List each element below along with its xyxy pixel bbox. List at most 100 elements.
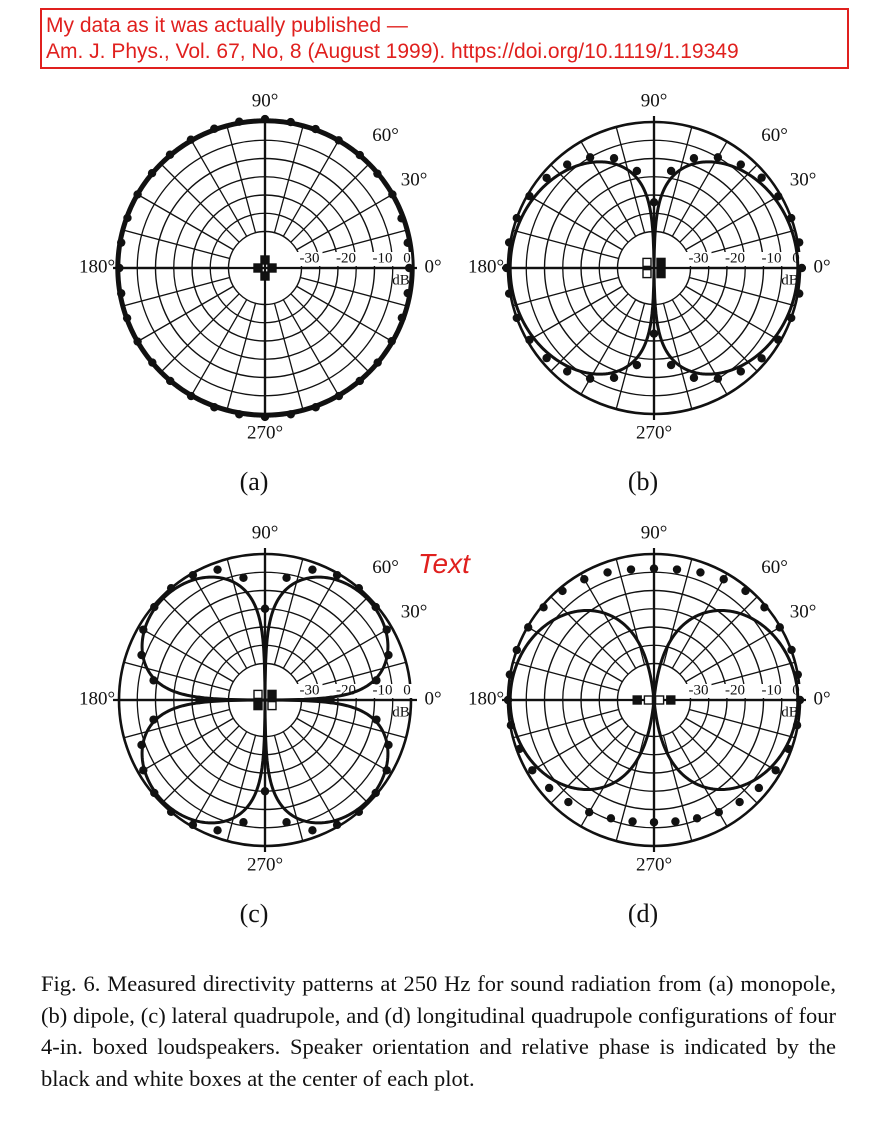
- measured-point: [585, 153, 595, 162]
- measured-point: [632, 166, 642, 176]
- grid-spoke: [161, 164, 240, 243]
- measured-point: [626, 565, 636, 574]
- angle-label-0: 0°: [424, 256, 441, 277]
- citation-note: My data as it was actually published — A…: [40, 8, 849, 69]
- grid-spoke: [290, 164, 369, 243]
- speaker-box: [632, 695, 642, 705]
- measured-point: [525, 191, 534, 201]
- radial-label-bg: [758, 684, 785, 698]
- measured-point: [558, 586, 567, 596]
- measured-point: [308, 565, 317, 574]
- speaker-box: [260, 255, 270, 265]
- measured-point: [334, 136, 343, 145]
- grid-spoke: [527, 626, 623, 683]
- grid-spoke: [290, 293, 369, 372]
- measured-point: [525, 335, 534, 345]
- citation-line-2: Am. J. Phys., Vol. 67, No, 8 (August 199…: [46, 40, 739, 63]
- radial-label: -10: [762, 682, 782, 698]
- grid-spoke: [527, 194, 623, 251]
- measured-point: [784, 744, 793, 754]
- radial-label-bg: [394, 684, 420, 698]
- speaker-box: [267, 263, 277, 273]
- measured-point: [403, 288, 412, 298]
- measured-point: [609, 154, 619, 163]
- measured-point: [736, 367, 746, 376]
- measured-point: [397, 214, 406, 223]
- measured-point: [260, 604, 270, 613]
- measured-point: [115, 263, 124, 273]
- speaker-box: [253, 700, 263, 711]
- measured-point: [713, 374, 723, 383]
- radial-label: -20: [725, 250, 745, 266]
- measured-point: [195, 695, 204, 705]
- grid-spoke: [138, 717, 234, 774]
- grid-spoke: [191, 573, 248, 669]
- radial-unit-label: dB: [781, 272, 799, 288]
- angle-label-60: 60°: [761, 557, 788, 578]
- grid-spoke: [161, 293, 240, 372]
- measured-point: [186, 391, 196, 401]
- radial-label: -30: [689, 250, 709, 266]
- measured-point: [585, 808, 594, 817]
- measured-point: [210, 403, 219, 412]
- grid-spoke: [615, 126, 646, 233]
- angle-label-270: 270°: [636, 854, 672, 875]
- grid-spoke: [123, 661, 230, 692]
- angle-label-180: 180°: [79, 688, 115, 709]
- measured-point: [713, 153, 723, 162]
- measured-point: [387, 336, 396, 346]
- grid-spoke: [300, 276, 407, 307]
- grid-spoke: [689, 276, 796, 307]
- measured-point: [133, 190, 142, 199]
- panel-label: (b): [628, 467, 658, 496]
- measured-point: [774, 192, 783, 201]
- measured-point: [503, 695, 513, 705]
- radial-label-bg: [296, 684, 323, 698]
- measured-point: [672, 565, 682, 574]
- grid-spoke: [123, 276, 230, 307]
- measured-point: [609, 373, 619, 382]
- speaker-box: [260, 271, 270, 281]
- measured-point: [628, 817, 637, 826]
- measured-point: [384, 740, 393, 750]
- measured-point: [795, 289, 804, 298]
- radial-label-bg: [333, 252, 359, 266]
- radial-label: -20: [725, 682, 745, 698]
- angle-label-270: 270°: [247, 854, 283, 875]
- measured-point: [632, 360, 642, 370]
- grid-spoke: [685, 285, 781, 342]
- measured-point: [213, 826, 222, 835]
- angle-label-180: 180°: [79, 256, 115, 277]
- grid-spoke: [273, 735, 304, 842]
- grid-spoke: [123, 708, 230, 739]
- grid-spoke: [273, 303, 304, 410]
- grid-spoke: [580, 573, 637, 669]
- measured-point: [795, 695, 805, 705]
- angle-label-60: 60°: [372, 125, 399, 146]
- measured-point: [403, 238, 412, 248]
- grid-spoke: [679, 596, 758, 675]
- measured-point: [149, 676, 158, 685]
- panel-label: (d): [628, 899, 658, 928]
- grid-spoke: [512, 708, 619, 739]
- measured-point: [373, 358, 382, 367]
- measured-point: [332, 570, 342, 580]
- angle-label-0: 0°: [424, 688, 441, 709]
- measured-point: [149, 715, 158, 724]
- measured-point: [260, 412, 270, 422]
- grid-spoke: [191, 299, 248, 395]
- measured-point: [504, 289, 514, 298]
- measured-point: [786, 213, 796, 223]
- measured-point: [649, 818, 659, 827]
- grid-spoke: [679, 293, 758, 372]
- measured-point: [388, 190, 397, 199]
- measured-point: [137, 650, 146, 660]
- radial-label-bg: [369, 252, 396, 266]
- measured-point: [506, 721, 516, 730]
- measured-point: [354, 583, 364, 593]
- measured-point: [528, 766, 537, 775]
- measured-point: [512, 213, 522, 223]
- measured-point: [372, 715, 381, 724]
- measured-point: [671, 817, 680, 826]
